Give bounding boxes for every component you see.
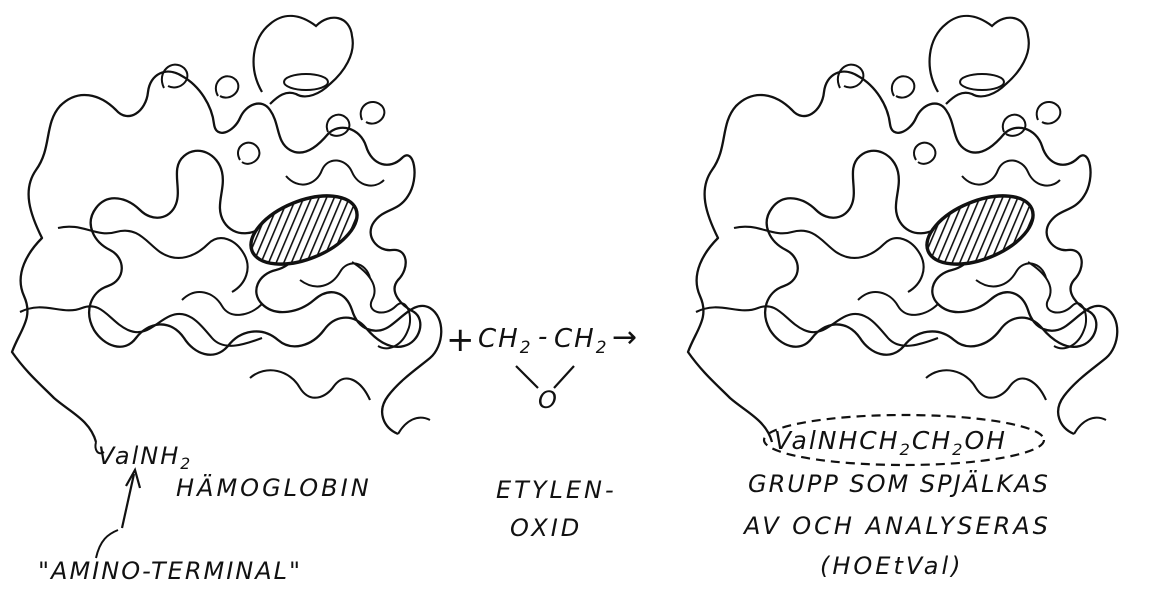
plus-sign: + (446, 320, 477, 360)
hemoglobin-label: HÄMOGLOBIN (176, 474, 372, 502)
caption-line-3: (HOEtVal) (820, 552, 964, 580)
annotation-connector (96, 530, 118, 558)
modified-hemoglobin-structure (688, 16, 1117, 442)
ch2-left: CH2 (478, 324, 532, 354)
caption-line-2: AV OCH ANALYSERAS (744, 512, 1051, 540)
oxygen-atom: O (538, 386, 559, 414)
product-group-label: ValNHCH2CH2OH (774, 426, 1007, 455)
valnh2-label: ValNH2 (98, 442, 192, 470)
reaction-arrow: → (612, 320, 639, 355)
ch2-right: CH2 (554, 324, 608, 354)
reagent-label-line2: OXID (510, 514, 582, 542)
epoxide-bridge (516, 366, 574, 388)
hemoglobin-structure (12, 16, 441, 442)
reagent-label-line1: ETYLEN- (496, 476, 617, 504)
terminal-arrow (122, 470, 140, 528)
carbon-bond: - (538, 322, 549, 352)
caption-line-1: GRUPP SOM SPJÄLKAS (748, 470, 1050, 498)
amino-terminal-label: "AMINO-TERMINAL" (38, 557, 302, 585)
